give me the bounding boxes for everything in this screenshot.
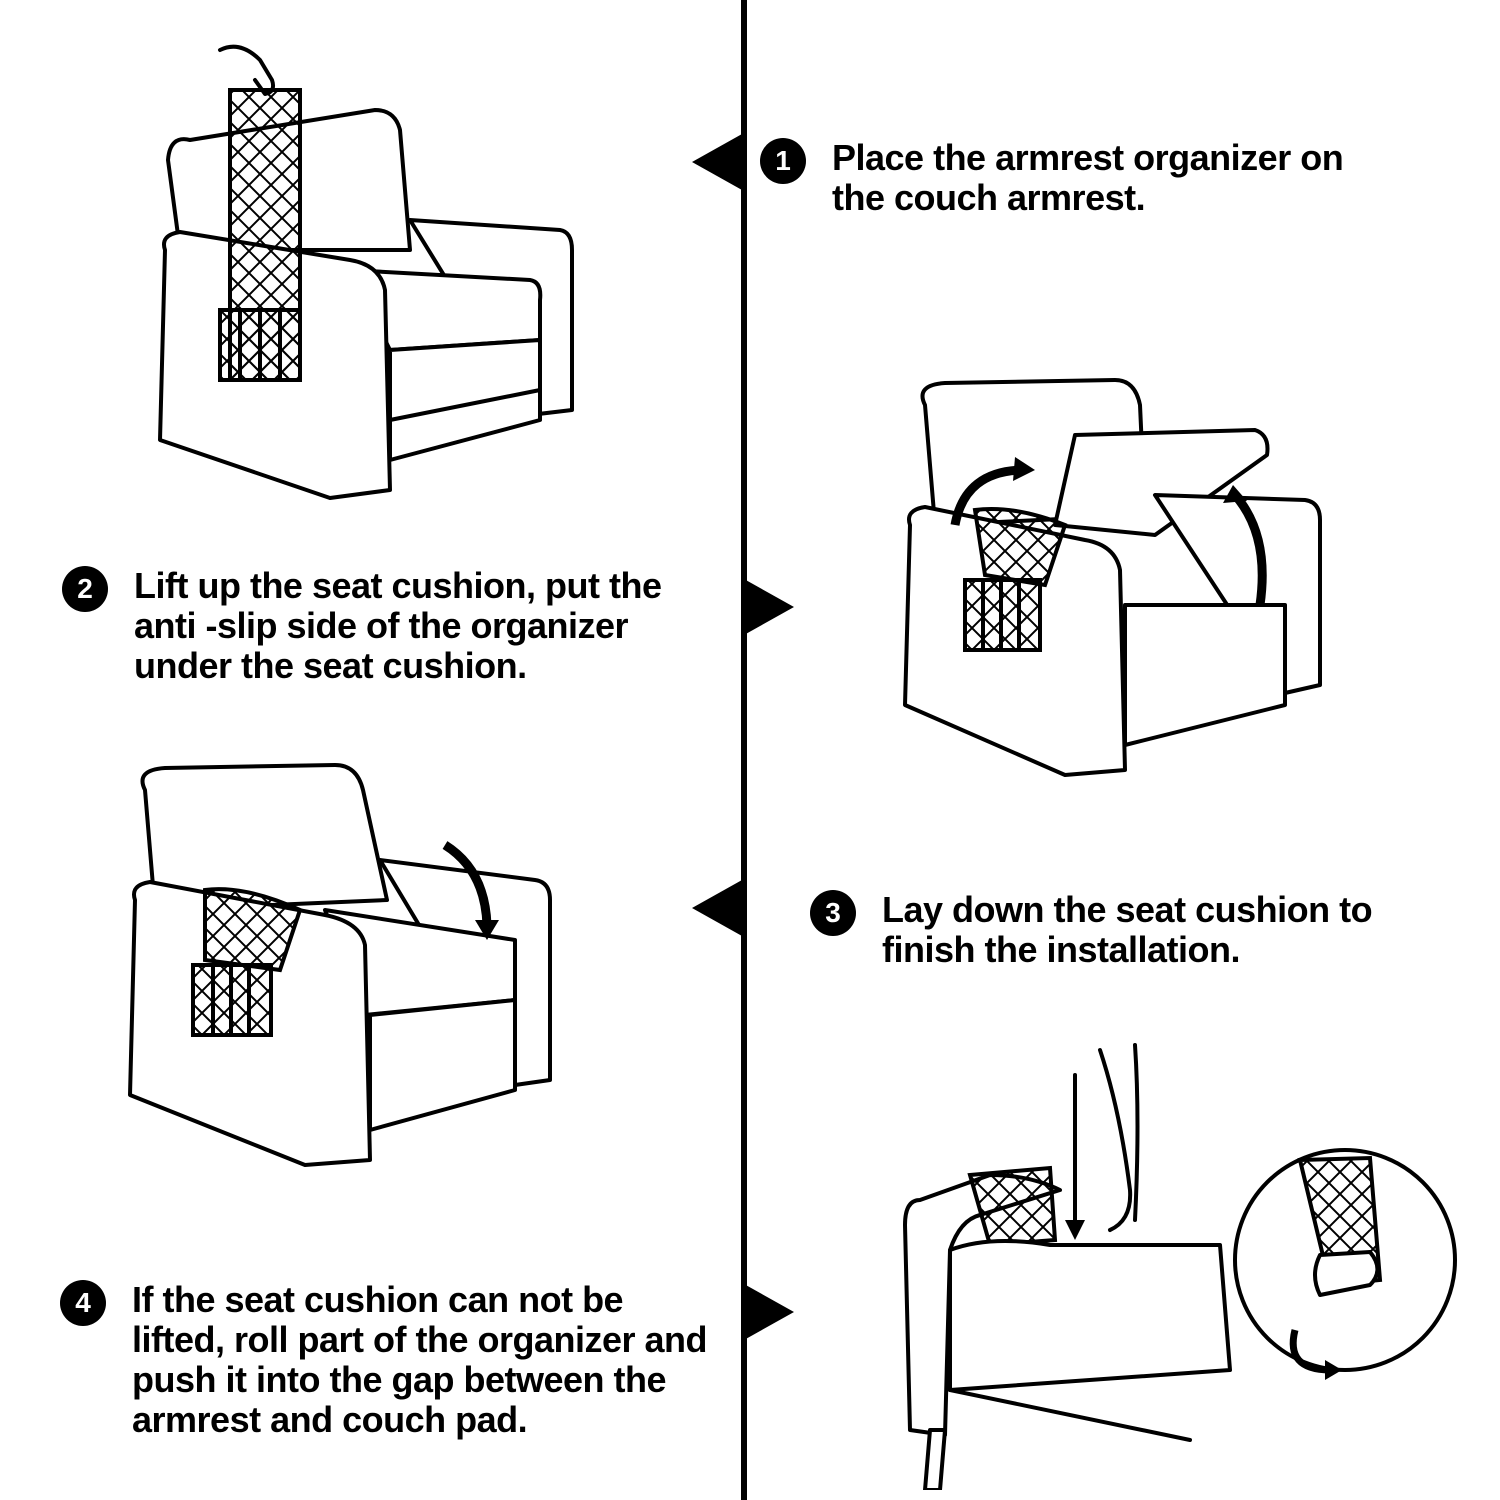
sofa-illustration-step-4 [903, 1043, 1457, 1490]
pointer-step-1 [692, 134, 742, 190]
step-4-text: If the seat cushion can not be lifted, r… [132, 1279, 708, 1440]
armchair-illustration-step-2 [903, 378, 1322, 777]
step-3-badge: 3 [810, 890, 856, 936]
step-1-badge: 1 [760, 138, 806, 184]
armchair-illustration-step-1 [158, 44, 574, 500]
pointer-step-2 [744, 579, 794, 635]
step-2: 2 Lift up the seat cushion, put the anti… [62, 566, 722, 686]
armchair-illustration-step-3 [128, 763, 552, 1167]
step-2-text: Lift up the seat cushion, put the anti -… [134, 565, 662, 686]
step-3: 3 Lay down the seat cushion to finish th… [810, 890, 1490, 970]
step-1: 1 Place the armrest organizer on the cou… [760, 138, 1400, 218]
step-1-text: Place the armrest organizer on the couch… [832, 137, 1344, 218]
step-2-badge: 2 [62, 566, 108, 612]
center-divider [741, 0, 747, 1500]
step-3-text: Lay down the seat cushion to finish the … [882, 889, 1373, 970]
step-4-badge: 4 [60, 1280, 106, 1326]
step-4: 4 If the seat cushion can not be lifted,… [60, 1280, 740, 1440]
pointer-step-3 [692, 880, 742, 936]
pointer-step-4 [744, 1284, 794, 1340]
